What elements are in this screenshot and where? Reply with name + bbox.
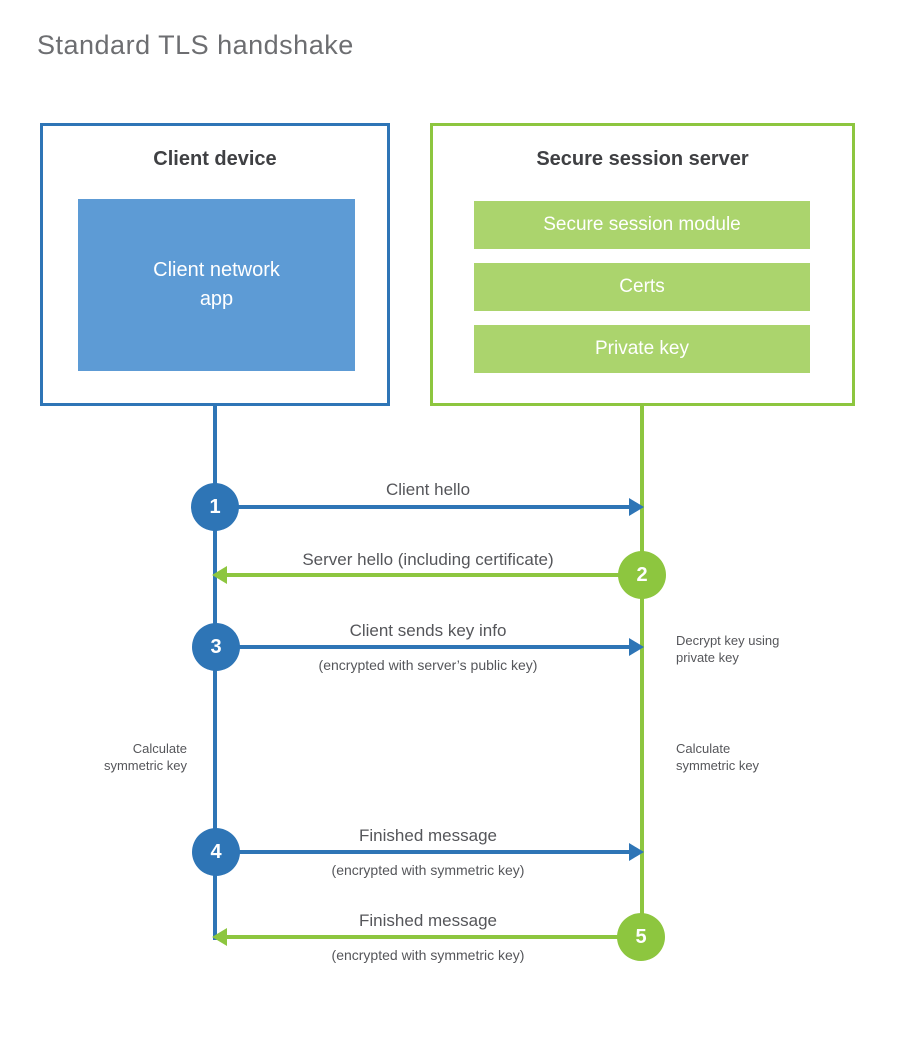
note-calculate-symmetric-key-server: Calculate symmetric key [676,741,760,773]
arrow-line-right [238,850,631,854]
arrowhead-right-icon [629,638,644,656]
arrow-line-left [225,573,620,577]
message-sublabel: (encrypted with symmetric key) [331,947,525,963]
server-module-certs: Certs [474,263,810,311]
message-label: Server hello (including certificate) [302,550,554,569]
page-title: Standard TLS handshake [37,30,354,60]
server-lifeline [640,405,644,917]
arrowhead-right-icon [629,843,644,861]
server-module-private-key: Private key [474,325,810,373]
step-badge-2: 2 [618,551,666,599]
message-label: Finished message [359,826,497,845]
client-device-title: Client device [153,148,277,170]
arrowhead-right-icon [629,498,644,516]
message-sublabel: (encrypted with symmetric key) [331,862,525,878]
client-lifeline [213,405,217,940]
arrow-line-right [238,645,631,649]
message-label: Client hello [385,480,471,499]
secure-session-server-title: Secure session server [536,148,749,170]
step-badge-3: 3 [192,623,240,671]
arrowhead-left-icon [212,566,227,584]
message-label: Finished message [359,911,497,930]
server-module-secure-session-module: Secure session module [474,201,810,249]
message-label: Client sends key info [349,621,507,640]
message-sublabel: (encrypted with server’s public key) [318,657,538,673]
arrow-line-left [225,935,619,939]
arrowhead-left-icon [212,928,227,946]
step-badge-1: 1 [191,483,239,531]
step-badge-5: 5 [617,913,665,961]
note-decrypt-key: Decrypt key using private key [676,633,780,665]
note-calculate-symmetric-key-client: Calculate symmetric key [103,741,187,773]
client-network-app-block: Client network app [78,199,355,371]
step-badge-4: 4 [192,828,240,876]
arrow-line-right [237,505,631,509]
